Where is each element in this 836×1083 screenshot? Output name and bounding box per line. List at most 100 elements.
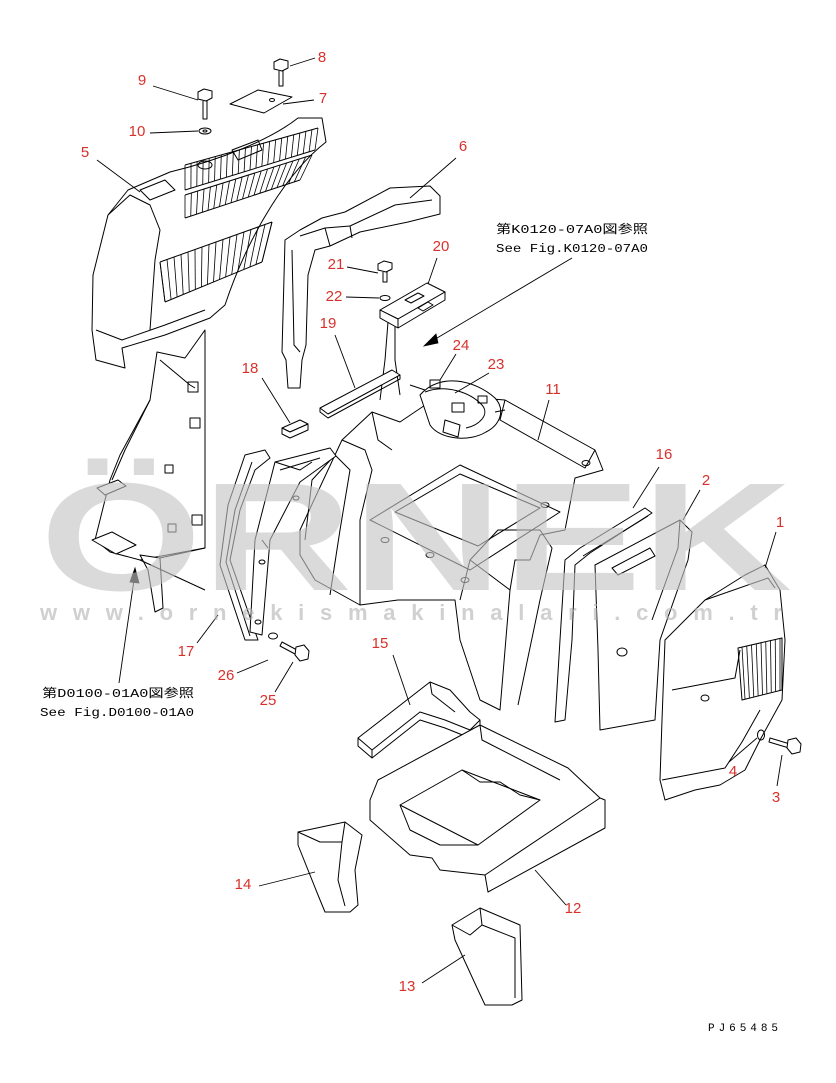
grille-slot <box>213 184 218 209</box>
grille-slot <box>200 246 203 288</box>
grille-slot <box>296 132 301 156</box>
mounting-plate-bracket <box>91 329 206 613</box>
grille-slot <box>755 643 759 696</box>
grille-slot <box>308 129 313 152</box>
grille-slot <box>213 241 217 283</box>
grille-slot <box>208 158 210 183</box>
side-trim-panel <box>249 447 337 636</box>
callout-18: 18 <box>242 360 259 377</box>
grille-slot <box>770 640 772 693</box>
grille-slot <box>255 144 258 169</box>
leader-line-4 <box>728 737 758 763</box>
part-4-washer <box>757 729 765 741</box>
callout-21: 21 <box>328 256 345 273</box>
watermark: ÖRNEK www.ornekismakinalari.com.tr <box>39 451 792 625</box>
part-16-trim-strip <box>554 507 653 723</box>
callout-14: 14 <box>235 876 252 893</box>
leader-line-14 <box>258 871 316 887</box>
reference-note-d0100: 第D0100-01A0図参照 See Fig.D0100-01A0 <box>40 685 194 720</box>
grille-slot <box>293 156 307 183</box>
leader-line-11 <box>537 399 550 441</box>
reference-d0100-en: See Fig.D0100-01A0 <box>40 706 194 720</box>
grille-slot <box>255 224 266 265</box>
grille-slot <box>237 231 245 273</box>
leader-line-19 <box>334 334 356 389</box>
part-7-cover-plate <box>229 89 293 114</box>
callout-15: 15 <box>372 635 389 652</box>
grille-slot <box>214 156 216 181</box>
leader-line-7 <box>282 99 315 105</box>
grille-slot <box>302 131 307 154</box>
watermark-logo: ÖRNEK <box>40 451 792 623</box>
callout-25: 25 <box>260 692 277 709</box>
part-22-washer <box>379 295 391 301</box>
part-26-washer <box>268 632 278 640</box>
grille-slot <box>265 166 275 192</box>
grille-slot <box>231 234 238 275</box>
callout-11: 11 <box>545 381 561 398</box>
grille-slot <box>220 154 222 180</box>
part-25-bolt <box>279 641 310 662</box>
grille-slot <box>207 244 210 285</box>
grille-slot <box>224 180 230 205</box>
callout-9: 9 <box>138 72 146 89</box>
callout-5: 5 <box>81 144 89 161</box>
grille-slot <box>219 239 224 280</box>
callout-17: 17 <box>178 643 195 660</box>
grille-slot <box>242 174 249 200</box>
grille-slot <box>231 151 234 176</box>
grille-slot <box>276 162 287 188</box>
grille-slots-side-cover <box>741 639 781 700</box>
grille-slot <box>225 236 231 278</box>
grille-slot <box>285 136 289 160</box>
grille-slot <box>270 164 281 190</box>
leader-line-6 <box>409 157 457 199</box>
grille-slot <box>290 134 295 158</box>
grille-slot <box>201 188 205 213</box>
part-5-grille-panel <box>91 117 327 369</box>
callout-22: 22 <box>326 288 343 305</box>
callout-10: 10 <box>129 123 146 140</box>
grille-slots-upper <box>184 127 319 190</box>
callout-13: 13 <box>399 978 416 995</box>
grille-slot <box>196 190 199 215</box>
callout-24: 24 <box>453 337 470 354</box>
callout-26: 26 <box>218 667 235 684</box>
reference-k0120-jp: 第K0120-07A0図参照 <box>496 221 648 237</box>
leader-line-1 <box>764 531 777 569</box>
callout-12: 12 <box>565 900 582 917</box>
part-21-bolt <box>377 260 393 283</box>
part-19-strip <box>319 369 401 419</box>
leader-line-25 <box>274 661 294 693</box>
part-11-floor-console <box>299 394 604 711</box>
part-2-side-panel <box>594 519 693 731</box>
grille-slot <box>751 644 755 697</box>
grille-slot <box>279 138 283 161</box>
leader-line-13 <box>421 954 466 984</box>
callout-20: 20 <box>433 238 450 255</box>
reference-k0120-en: See Fig.K0120-07A0 <box>496 242 648 256</box>
grille-slot <box>261 143 264 167</box>
callout-8: 8 <box>318 49 326 66</box>
leader-line-24 <box>439 353 457 381</box>
leader-lines <box>96 57 783 984</box>
leader-line-26 <box>236 659 269 674</box>
grille-slot <box>236 176 243 201</box>
leader-line-9 <box>152 85 199 101</box>
grille-slot <box>243 148 246 172</box>
leader-line-2 <box>682 489 701 521</box>
leader-line-5 <box>96 159 141 193</box>
part-20-switch-panel <box>379 282 446 401</box>
callout-3: 3 <box>772 789 780 806</box>
grille-slots-middle <box>184 154 313 218</box>
grille-slot <box>288 158 300 184</box>
callout-19: 19 <box>320 315 337 332</box>
grille-slot <box>180 254 184 295</box>
part-9-bolt <box>197 88 213 120</box>
callout-16: 16 <box>656 446 673 463</box>
grille-slot <box>273 139 277 163</box>
grille-slot <box>159 261 166 303</box>
leader-line-18 <box>261 377 291 424</box>
grille-slot <box>249 226 259 268</box>
